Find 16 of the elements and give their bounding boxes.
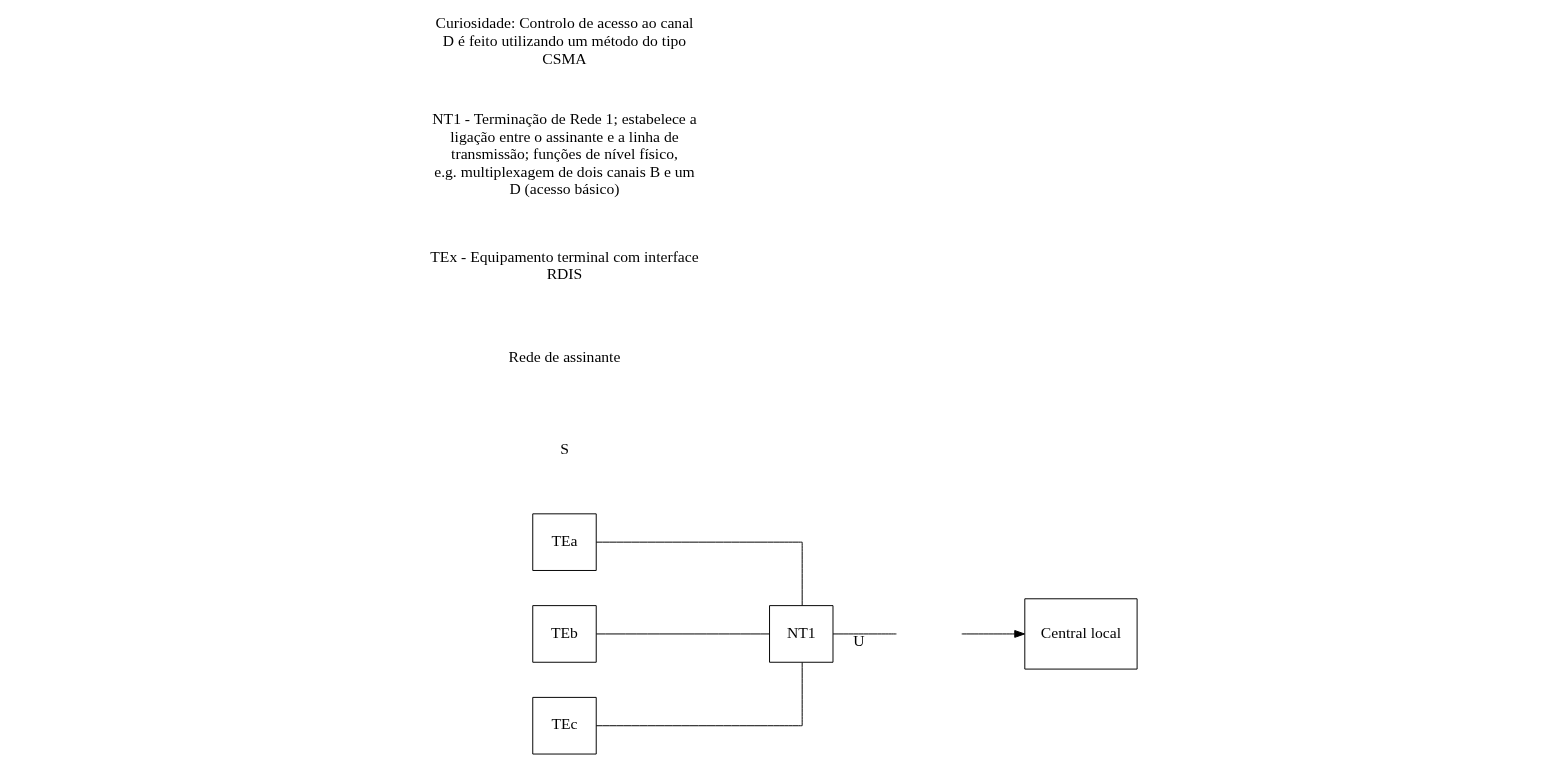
node-box: TEa <box>532 513 597 571</box>
node-box: TEc <box>532 696 597 755</box>
node-box: Central local <box>1024 598 1138 670</box>
label: S <box>560 440 569 458</box>
connector <box>832 633 897 635</box>
connector <box>595 541 803 606</box>
connector <box>595 633 770 635</box>
node-box: NT1 <box>769 605 834 663</box>
label: NT1 - Terminação de Rede 1; estabelece a ligação entre o assinante e a linha de transmissão; funções de nível físico, e.g. multiplexagem de dois canais B e um D (acesso básico) <box>432 110 697 198</box>
label: Curiosidade: Controlo de acesso ao canal D é feito utilizando um método do tipo CSMA <box>435 14 694 67</box>
label: Rede de assinante <box>508 348 621 366</box>
arrow <box>961 630 1025 638</box>
label: TEx - Equipamento terminal com interface RDIS <box>430 247 699 283</box>
edge-label: U <box>853 632 865 650</box>
node-box: TEb <box>532 605 597 663</box>
connector <box>595 662 803 727</box>
